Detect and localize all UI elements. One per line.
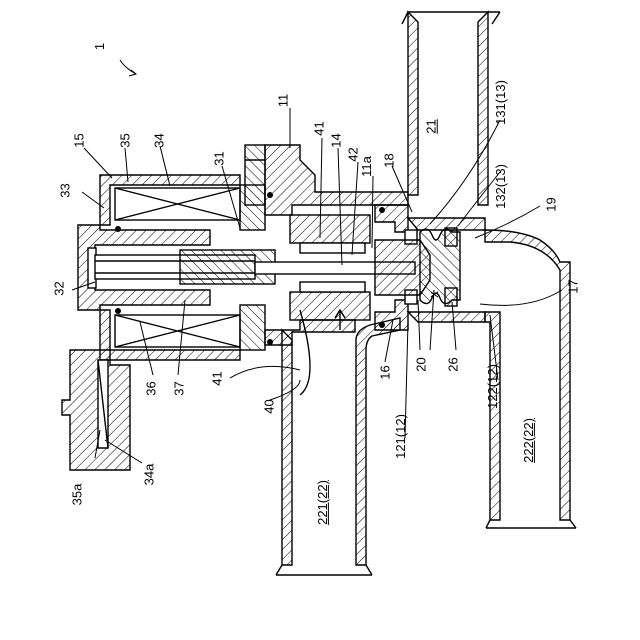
label-16: 16 xyxy=(379,365,392,379)
label-221: 221(22) xyxy=(316,480,329,525)
label-222: 222(22) xyxy=(522,418,535,463)
label-40: 40 xyxy=(263,399,276,413)
label-31: 31 xyxy=(213,151,226,165)
label-41-top: 41 xyxy=(313,121,326,135)
label-assembly-ref: 1 xyxy=(93,43,106,50)
label-36: 36 xyxy=(145,381,158,395)
label-132: 132(13) xyxy=(494,164,507,209)
label-x: x xyxy=(427,291,440,298)
label-122: 122(12) xyxy=(486,364,499,409)
label-11a: 11a xyxy=(360,156,373,177)
label-11: 11 xyxy=(276,94,289,108)
label-42: 42 xyxy=(347,147,360,161)
label-17: 17 xyxy=(567,279,580,293)
plunger-31 xyxy=(95,250,275,284)
label-26: 26 xyxy=(447,357,460,371)
label-35: 35 xyxy=(119,133,132,147)
label-21: 21 xyxy=(425,119,438,133)
label-121: 121(12) xyxy=(394,414,407,459)
label-32: 32 xyxy=(53,281,66,295)
label-15: 15 xyxy=(73,133,86,147)
label-20: 20 xyxy=(415,357,428,371)
label-35a: 35a xyxy=(70,484,83,506)
label-34: 34 xyxy=(153,133,166,147)
label-34a: 34a xyxy=(142,464,155,486)
pipe-21 xyxy=(402,12,500,205)
label-14: 14 xyxy=(330,133,343,147)
label-131: 131(13) xyxy=(494,80,507,125)
label-33: 33 xyxy=(59,183,72,197)
label-19: 19 xyxy=(545,197,558,211)
label-41-bottom: 41 xyxy=(211,371,224,385)
label-37: 37 xyxy=(173,381,186,395)
pipe-221 xyxy=(276,318,400,575)
label-18: 18 xyxy=(383,153,396,167)
